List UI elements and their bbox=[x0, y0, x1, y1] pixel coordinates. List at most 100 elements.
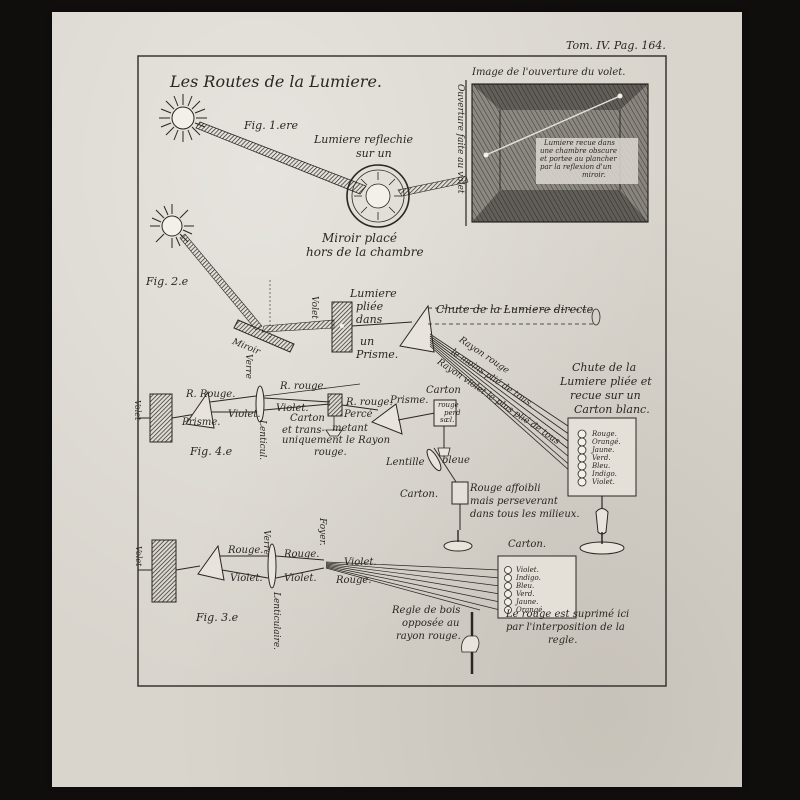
fig1-inset-caption-2: une chambre obscure bbox=[540, 147, 618, 155]
fig4-prism-icon bbox=[185, 390, 215, 429]
fig4-weakened-red-2: mais perseverant bbox=[470, 496, 558, 507]
fig1-inset-caption-4: par la reflexion d'un bbox=[540, 163, 612, 171]
fig4-carton-pierce-3: et trans- bbox=[282, 425, 325, 436]
plate-border bbox=[137, 55, 667, 687]
fig3-red-suppressed-1: Le rouge est suprimé ici bbox=[506, 609, 630, 620]
fig3-rule-1: Regle de bois bbox=[392, 605, 461, 616]
fig4-carton-small-1: rouge bbox=[438, 401, 459, 409]
fig3-rouge1: Rouge. bbox=[228, 545, 264, 556]
fig2-spectrum-orange: Orangé. bbox=[592, 438, 621, 446]
fig2-prism-icon bbox=[399, 304, 435, 353]
fig1-reflected-light-2: sur un bbox=[356, 147, 392, 160]
fig4-r-rouge-top: R. rouge. bbox=[280, 381, 327, 392]
fig3-foyer: Foyer. bbox=[317, 518, 327, 546]
fig4-shutter bbox=[149, 393, 173, 443]
fig3-rule-3: rayon rouge. bbox=[396, 631, 461, 642]
fig1-mirror-icon bbox=[346, 164, 410, 228]
fig4-violet-mid: Violet. bbox=[276, 403, 309, 414]
fig3-hand-icon bbox=[461, 635, 480, 653]
fig3-violet1: Violet. bbox=[230, 573, 263, 584]
fig3-verre: Verre bbox=[261, 530, 271, 555]
fig4-carton-top: Carton bbox=[426, 385, 461, 396]
fig2-folded-light-4: un bbox=[360, 335, 375, 348]
fig4-violet: Violet. bbox=[228, 409, 261, 420]
fig2-card-fall-2: Lumiere pliée et bbox=[560, 375, 652, 388]
fig1-inset-caption-3: et portee au plancher bbox=[540, 155, 617, 163]
fig1-mirror-caption-2: hors de la chambre bbox=[306, 245, 424, 259]
fig3-red-suppressed-3: regle. bbox=[548, 635, 578, 646]
fig2-folded-light-5: Prisme. bbox=[356, 348, 399, 361]
fig2-mirror-icon bbox=[233, 319, 295, 353]
fig4-volet: Volet bbox=[133, 400, 142, 421]
fig1-reflected-light-1: Lumiere reflechie bbox=[314, 133, 413, 146]
fig2-direct-fall: Chute de la Lumiere directe bbox=[436, 303, 594, 316]
fig1-image-title: Image de l'ouverture du volet. bbox=[472, 67, 626, 78]
fig2-card-fall-1: Chute de la bbox=[572, 361, 637, 374]
fig4-bleue: bleue bbox=[442, 455, 470, 466]
fig1-drawing bbox=[159, 80, 649, 228]
fig2-spectrum-indigo: Indigo. bbox=[592, 470, 617, 478]
fig4-carton-small-3: sa bbox=[440, 416, 448, 424]
fig1-mirror-caption-1: Miroir placé bbox=[322, 231, 397, 245]
fig2-card-fall-3: recue sur un bbox=[570, 389, 641, 402]
fig1-inset-caption-5: miroir. bbox=[582, 171, 606, 179]
fig2-folded-light-2: pliée bbox=[356, 300, 384, 313]
fig2-volet: Volet bbox=[309, 296, 319, 319]
fig4-drawing bbox=[138, 383, 473, 552]
fig4-carton-bottom: Carton. bbox=[400, 489, 439, 500]
fig4-carton-pierce-2: Percé bbox=[344, 409, 373, 420]
fig3-red-suppressed-2: par l'interposition de la bbox=[506, 622, 625, 633]
fig2-folded-light-1: Lumiere bbox=[350, 287, 397, 300]
fig3-prism-icon bbox=[197, 544, 225, 581]
fig2-folded-light-3: dans bbox=[356, 313, 383, 326]
fig4-carton-small-4: cl. bbox=[446, 416, 455, 424]
fig1-inset-caption-1: Lumiere recue dans bbox=[544, 139, 615, 147]
fig2-spectrum-jaune: Jaune. bbox=[592, 446, 615, 454]
fig4-lentille: Lentille bbox=[386, 457, 425, 468]
fig2-spectrum-rouge: Rouge. bbox=[592, 430, 617, 438]
fig4-carton-pierce-1: Carton bbox=[290, 413, 325, 424]
fig3-drawing bbox=[138, 539, 577, 674]
page-reference: Tom. IV. Pag. 164. bbox=[566, 39, 666, 52]
fig3-violet2: Violet. bbox=[284, 573, 317, 584]
fig3-rouge2: Rouge. bbox=[284, 549, 320, 560]
plate-title: Les Routes de la Lumiere. bbox=[170, 72, 382, 91]
fig4-label: Fig. 4.e bbox=[190, 445, 233, 458]
fig3-carton: Carton. bbox=[508, 539, 547, 550]
fig3-volet: Volet bbox=[134, 546, 143, 567]
fig3-violet3: Violet. bbox=[344, 557, 377, 568]
fig4-lens-icon bbox=[255, 385, 265, 423]
fig3-spectrum-bleu: Bleu. bbox=[516, 582, 535, 590]
fig2-drawing bbox=[150, 204, 637, 555]
fig4-pierced-card bbox=[327, 393, 343, 417]
fig4-carton-pierce-6: rouge. bbox=[314, 447, 347, 458]
fig2-spectrum-violet: Violet. bbox=[592, 478, 615, 486]
fig4-r-rouge-mid: R. rouge. bbox=[346, 397, 393, 408]
fig4-prisme-mid: Prisme. bbox=[390, 395, 429, 406]
fig3-shutter bbox=[151, 539, 177, 603]
fig3-lenticulaire: Lenticulaire. bbox=[271, 592, 281, 651]
fig3-lens-icon bbox=[267, 543, 277, 589]
fig3-rouge3: Rouge. bbox=[336, 575, 372, 586]
fig4-carton-pierce-4: metant bbox=[332, 423, 368, 434]
fig3-label: Fig. 3.e bbox=[196, 611, 239, 624]
fig1-sun-icon bbox=[159, 94, 207, 142]
fig4-lenticul: Lenticul. bbox=[257, 420, 267, 461]
fig1-label: Fig. 1.ere bbox=[244, 119, 298, 132]
fig4-prism2-icon bbox=[370, 403, 403, 435]
fig4-prisme-left: Prisme. bbox=[182, 417, 221, 428]
fig2-spectrum-verd: Verd. bbox=[592, 454, 611, 462]
fig3-spectrum-indigo: Indigo. bbox=[516, 574, 541, 582]
fig4-weakened-red-1: Rouge affoibli bbox=[470, 483, 541, 494]
fig2-card-fall-4: Carton blanc. bbox=[574, 403, 650, 416]
fig4-carton-small-2: perd bbox=[444, 409, 461, 417]
fig2-label: Fig. 2.e bbox=[146, 275, 189, 288]
fig4-verre: Verre bbox=[243, 354, 253, 379]
fig3-spectrum-verd: Verd. bbox=[516, 590, 535, 598]
fig3-rule-2: opposée au bbox=[402, 618, 460, 629]
fig4-carton-pierce-5: uniquement le Rayon bbox=[282, 435, 391, 446]
fig3-spectrum-orange: Orangé. bbox=[516, 606, 545, 614]
fig4-weakened-red-3: dans tous les milieux. bbox=[470, 509, 580, 520]
fig2-spectrum-bleu: Bleu. bbox=[592, 462, 611, 470]
